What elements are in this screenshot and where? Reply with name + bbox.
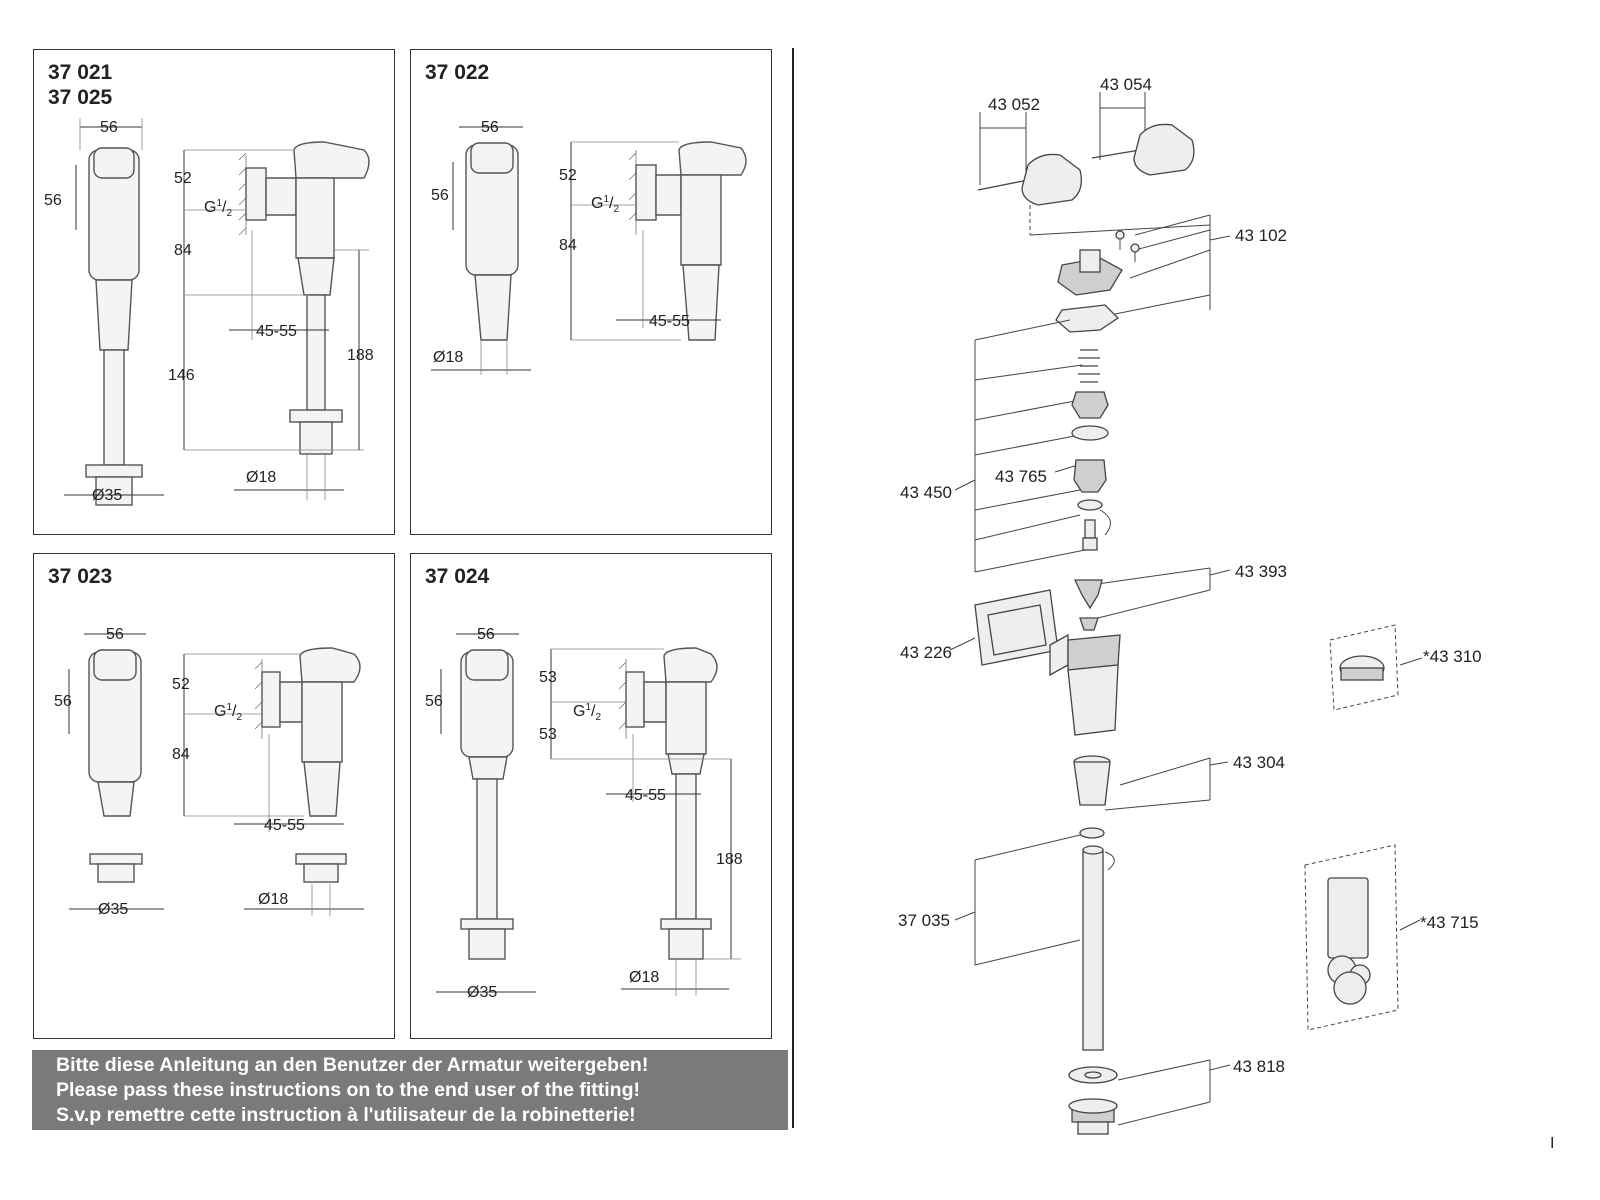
drawing-37023: 56 56 Ø35 52 84 G1/2 45-55 Ø18 [54, 626, 364, 918]
notice-bar: Bitte diese Anleitung an den Benutzer de… [32, 1050, 788, 1130]
drawing-37022: 56 56 Ø18 52 84 G1/2 45-55 [431, 119, 747, 375]
dim-53-top: 53 [539, 669, 557, 686]
thread-label: G1/2 [214, 702, 242, 723]
label-43310: *43 310 [1423, 647, 1482, 666]
vertical-divider [792, 48, 794, 1128]
dim-height: 56 [431, 187, 449, 204]
dim-84: 84 [559, 237, 577, 254]
label-43054: 43 054 [1100, 75, 1152, 94]
dim-d18: Ø18 [629, 969, 659, 986]
panel-title: 37 021 37 025 [48, 60, 112, 110]
label-37035: 37 035 [898, 911, 950, 930]
label-43304: 43 304 [1233, 753, 1285, 772]
dim-45-55: 45-55 [264, 817, 305, 834]
thread-label: G1/2 [204, 198, 232, 219]
label-43818: 43 818 [1233, 1057, 1285, 1076]
drawing-37024: 56 56 Ø35 53 53 G1/2 188 45-55 Ø18 [425, 626, 743, 1001]
dim-height: 56 [54, 693, 72, 710]
dim-d35: Ø35 [98, 901, 128, 918]
title-line-1: 37 023 [48, 565, 113, 588]
dim-d18: Ø18 [246, 469, 276, 486]
dim-52: 52 [559, 167, 577, 184]
dim-d35: Ø35 [467, 984, 497, 1001]
drawing-37021: 56 56 Ø35 52 84 146 G1/2 188 [44, 118, 374, 506]
dim-45-55: 45-55 [256, 323, 297, 340]
thread-label: G1/2 [591, 194, 619, 215]
dim-52: 52 [172, 676, 190, 693]
label-43052: 43 052 [988, 95, 1040, 114]
title-line-1: 37 024 [425, 565, 490, 588]
dim-width: 56 [106, 626, 124, 643]
dim-84: 84 [174, 242, 192, 259]
dim-height: 56 [44, 192, 62, 209]
panel-37021: 37 021 37 025 56 56 Ø35 [33, 49, 395, 535]
dim-53-bottom: 53 [539, 726, 557, 743]
dim-d35: Ø35 [92, 487, 122, 504]
label-43102: 43 102 [1235, 226, 1287, 245]
panel-title: 37 024 [425, 564, 489, 589]
dim-width: 56 [477, 626, 495, 643]
panel-37022: 37 022 56 56 Ø18 52 84 G1/2 45-55 [410, 49, 772, 535]
panel-title: 37 023 [48, 564, 112, 589]
label-43765: 43 765 [995, 467, 1047, 486]
page-mark: I [1550, 1135, 1555, 1152]
dim-d18: Ø18 [433, 349, 463, 366]
thread-label: G1/2 [573, 702, 601, 723]
dim-d18: Ø18 [258, 891, 288, 908]
label-43226: 43 226 [900, 643, 952, 662]
label-43450: 43 450 [900, 483, 952, 502]
panel-37024: 37 024 56 56 Ø35 53 53 G1/2 188 [410, 553, 772, 1039]
dim-188: 188 [716, 851, 743, 868]
dim-width: 56 [100, 119, 118, 136]
notice-en: Please pass these instructions on to the… [56, 1079, 641, 1101]
exploded-parts-diagram: 43 052 43 054 43 102 43 450 43 765 43 39… [898, 75, 1482, 1135]
panel-37023: 37 023 56 56 Ø35 52 84 G1/2 45-55 [33, 553, 395, 1039]
title-line-2: 37 025 [48, 86, 113, 109]
notice-fr: S.v.p remettre cette instruction à l'uti… [56, 1104, 636, 1126]
label-43393: 43 393 [1235, 562, 1287, 581]
title-line-1: 37 021 [48, 61, 113, 84]
dim-84: 84 [172, 746, 190, 763]
notice-de: Bitte diese Anleitung an den Benutzer de… [56, 1054, 649, 1076]
title-line-1: 37 022 [425, 61, 490, 84]
dim-188: 188 [347, 347, 374, 364]
panel-title: 37 022 [425, 60, 489, 85]
dim-45-55: 45-55 [649, 313, 690, 330]
dim-52: 52 [174, 170, 192, 187]
label-43715: *43 715 [1420, 913, 1479, 932]
dim-width: 56 [481, 119, 499, 136]
dim-45-55: 45-55 [625, 787, 666, 804]
dim-146: 146 [168, 367, 195, 384]
dim-height: 56 [425, 693, 443, 710]
